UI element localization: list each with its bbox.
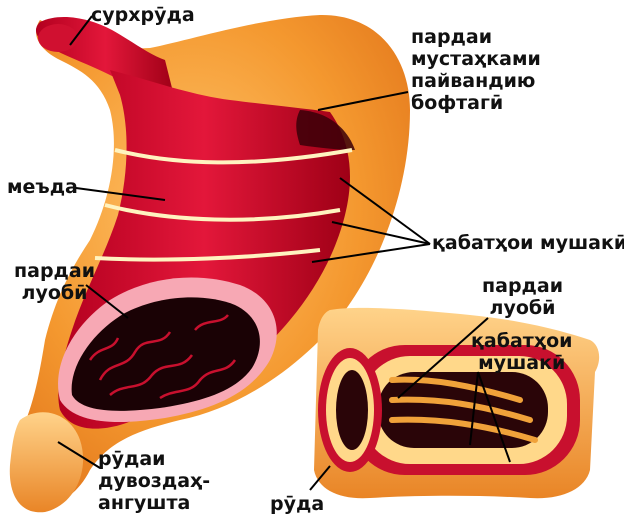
label-stomach: меъда xyxy=(7,176,78,198)
duodenum xyxy=(10,412,83,512)
label-esophagus: сурхрӯда xyxy=(91,4,195,26)
label-serosa: пардаи мустаҳками пайвандию бофтагӣ xyxy=(411,26,541,114)
intestine-front-lumen xyxy=(336,370,368,450)
label-intestine-muscle-layers: қабатҳои мушакӣ xyxy=(471,330,572,374)
esophagus-opening xyxy=(38,24,78,52)
label-intestine: рӯда xyxy=(270,493,324,515)
label-mucosa: пардаи луобӣ xyxy=(14,260,95,304)
label-duodenum: рӯдаи дувоздаҳ- ангушта xyxy=(98,448,210,514)
label-intestine-mucosa: пардаи луобӣ xyxy=(482,275,563,319)
label-muscle-layers: қабатҳои мушакӣ xyxy=(432,232,624,254)
